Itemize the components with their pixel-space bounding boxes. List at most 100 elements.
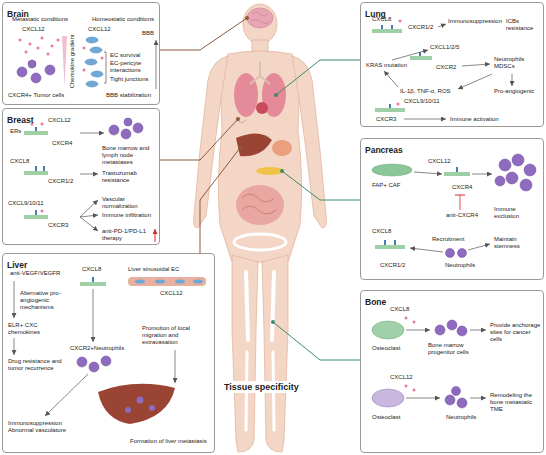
- art-shape: [273, 322, 360, 360]
- art-shape: [458, 249, 467, 258]
- art-shape: [83, 69, 86, 72]
- central-label: Tissue specificity: [222, 381, 301, 393]
- art-shape: [499, 159, 511, 171]
- art-shape: [372, 164, 412, 176]
- art-shape: [156, 40, 157, 89]
- art-shape: [271, 320, 275, 324]
- art-shape: [89, 362, 99, 372]
- art-shape: [520, 179, 532, 191]
- art-shape: [236, 117, 240, 121]
- lung-art: [372, 20, 512, 120]
- annotation-label: CXCR4: [52, 140, 72, 147]
- annotation-label: Metastatic conditions: [12, 16, 76, 23]
- art-shape: [24, 131, 48, 135]
- art-shape: [17, 60, 55, 83]
- art-shape: [399, 20, 402, 23]
- annotation-label: ELR+ CXC chemokines: [8, 322, 64, 336]
- annotation-label: EC survival: [110, 52, 140, 59]
- annotation-label: Bone marrow progenitor cells: [428, 342, 478, 356]
- art-shape: [375, 108, 405, 112]
- annotation-label: CXCR1/2: [408, 24, 433, 31]
- leader-lines: [160, 18, 360, 360]
- art-shape: [246, 272, 248, 340]
- art-shape: [413, 389, 416, 392]
- art-shape: [506, 172, 518, 184]
- annotation-label: ICBs resistance: [506, 18, 540, 32]
- art-shape: [35, 127, 37, 131]
- art-shape: [405, 317, 408, 320]
- art-shape: [460, 195, 461, 210]
- art-shape: [93, 289, 94, 342]
- annotation-label: CXCL8: [82, 266, 101, 273]
- art-shape: [160, 119, 238, 160]
- art-shape: [101, 356, 111, 366]
- art-shape: [80, 217, 98, 231]
- annotation-label: IL-1β, TNF-α, ROS: [400, 88, 451, 95]
- art-shape: [86, 37, 98, 43]
- annotation-label: CXCR4+ Tumor cells: [8, 92, 64, 99]
- organ-panel: Pancreas: [360, 138, 544, 280]
- annotation-label: CXCL8: [390, 306, 409, 313]
- art-shape: [200, 148, 240, 253]
- art-shape: [272, 140, 292, 156]
- annotation-label: Immune exclusion: [494, 206, 540, 220]
- art-shape: [128, 277, 206, 286]
- annotation-label: Immunosuppression: [448, 18, 502, 25]
- art-shape: [236, 185, 284, 225]
- art-shape: [86, 81, 98, 87]
- art-shape: [406, 330, 430, 331]
- annotation-label: EC-pericyte interactions: [110, 60, 154, 74]
- annotation-label: CXCL8: [10, 158, 29, 165]
- art-shape: [45, 65, 55, 75]
- annotation-label: Osteoclast: [372, 345, 400, 352]
- art-shape: [410, 56, 432, 60]
- art-shape: [446, 249, 455, 258]
- annotation-label: CXCL8: [372, 228, 391, 235]
- annotation-label: Bone marrow and lymph node metastases: [102, 145, 158, 166]
- annotation-label: Immunosuppression Abnormal vasculature: [8, 420, 70, 434]
- art-shape: [456, 167, 458, 172]
- art-shape: [17, 67, 27, 77]
- art-shape: [124, 118, 132, 126]
- art-shape: [62, 36, 67, 86]
- art-shape: [194, 56, 229, 228]
- art-shape: [80, 174, 98, 175]
- art-shape: [125, 397, 155, 414]
- art-shape: [447, 320, 457, 330]
- panel-title: Bone: [361, 296, 390, 309]
- annotation-label: CXCL12: [428, 158, 451, 165]
- art-shape: [80, 282, 106, 286]
- annotation-label: Chemokine gradient: [69, 31, 76, 91]
- annotation-label: anti-VEGF/VEGFR: [10, 270, 60, 277]
- annotation-label: FAP+ CAF: [372, 182, 401, 189]
- annotation-label: CXCR4: [452, 184, 472, 191]
- annotation-label: BBB: [142, 30, 154, 37]
- art-shape: [35, 166, 37, 171]
- art-shape: [495, 176, 505, 186]
- art-shape: [381, 25, 383, 29]
- art-shape: [85, 59, 97, 65]
- art-shape: [452, 387, 461, 396]
- annotation-label: BBB stabilization: [106, 92, 151, 99]
- art-shape: [274, 93, 278, 97]
- art-shape: [31, 73, 41, 83]
- annotation-label: Provide anchorage sites for cancer cells: [490, 322, 542, 343]
- art-shape: [524, 164, 536, 176]
- art-shape: [155, 229, 156, 242]
- annotation-label: CXCR2+Neutrophils: [70, 345, 124, 352]
- annotation-label: CXCL12: [160, 290, 183, 297]
- art-shape: [462, 64, 490, 66]
- annotation-label: CXCR1/2: [48, 178, 73, 185]
- annotation-label: KRAS mutation: [366, 62, 407, 69]
- art-shape: [218, 51, 301, 262]
- annotation-label: CXCL12: [22, 26, 45, 33]
- annotation-label: Osteoclast: [372, 414, 400, 421]
- art-shape: [262, 255, 288, 452]
- art-shape: [37, 47, 40, 50]
- art-shape: [175, 280, 185, 284]
- art-shape: [149, 405, 155, 411]
- art-shape: [250, 62, 270, 84]
- art-shape: [438, 24, 446, 27]
- annotation-label: Neutrophils: [446, 414, 476, 421]
- art-shape: [468, 244, 490, 250]
